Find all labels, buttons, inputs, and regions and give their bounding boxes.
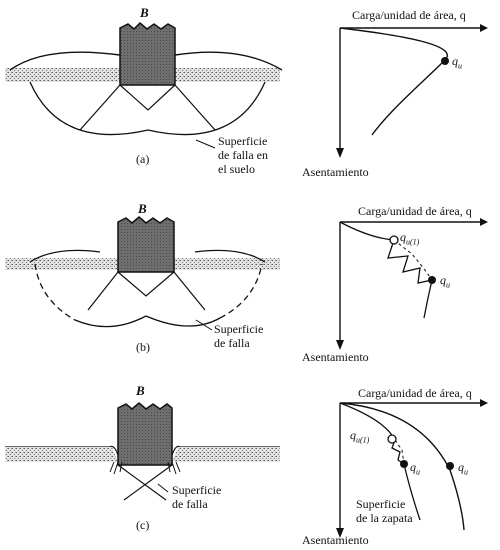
panel-b-qu1-label: qu(1) [400, 230, 420, 247]
panel-c-axis-load-arrow [480, 399, 488, 407]
panel-b-heave [29, 249, 266, 263]
panel-c-failure-label-1: Superficie [172, 483, 222, 497]
panel-b-axis-settlement-arrow [336, 340, 344, 350]
panel-c-outer-curve [339, 402, 465, 531]
panel-c-failure-label-2: de falla [172, 497, 208, 511]
panel-c-ground-surface [5, 445, 280, 456]
panel-c-qu-outer-label: qu [458, 460, 468, 477]
panel-a-axis-settlement-label: Asentamiento [302, 165, 369, 179]
panel-a-failure-arc-left [29, 81, 149, 136]
panel-c-failure-lines [117, 464, 173, 501]
panel-c-curve [336, 399, 488, 538]
panel-c-qu-inner-label: qu [410, 460, 420, 477]
panel-b-failure-label-1: Superficie [214, 322, 264, 336]
panel-a-failure-arc-right [147, 81, 266, 136]
panel-b-qu-point [428, 276, 436, 284]
panel-b-failure-arc-dashed-left [34, 263, 76, 321]
panel-c-width-label: B [136, 383, 145, 398]
panel-c-axis-settlement-arrow [336, 528, 344, 538]
panel-a-heave-right [174, 51, 283, 71]
panel-c-inner-curve [339, 402, 421, 521]
panel-a-wedge [79, 84, 216, 131]
panel-b-load-curve-dashed [393, 239, 433, 281]
panel-b-wedge [87, 271, 206, 311]
panel-b-failure-arc-dashed-right [219, 263, 263, 319]
panel-c-soil-diagram [5, 402, 280, 501]
panel-b-failure-arc-right [145, 315, 221, 327]
panel-c-axis-settlement-label: Asentamiento [302, 533, 369, 547]
panel-a-qu-label: qu [452, 54, 462, 71]
panel-a-curve [336, 24, 488, 158]
panel-c-axis-load-label: Carga/unidad de área, q [358, 386, 472, 400]
panel-a-caption: (a) [136, 152, 150, 166]
panel-b-caption: (b) [136, 340, 150, 354]
panel-b-label-leader [195, 319, 213, 331]
panel-c-qu1-label: qu(1) [350, 428, 370, 445]
panel-a-soil-diagram [5, 21, 283, 149]
panel-c-footing-label-1: Superficie [356, 497, 406, 511]
panel-c-label-leader [157, 483, 169, 493]
panel-b-curve [336, 218, 488, 350]
panel-c-inner-curve-dashed [394, 439, 405, 465]
panel-a-failure-label-1: Superficie [218, 134, 268, 148]
panel-b-axis-settlement-label: Asentamiento [302, 350, 369, 364]
panel-a-failure-label-3: el suelo [218, 162, 255, 176]
panel-a-heave-left [9, 51, 121, 71]
panel-c-footing [117, 402, 173, 466]
panel-b-axis-load-arrow [480, 218, 488, 226]
panel-b-footing [117, 216, 175, 273]
panel-c-qu1-point [387, 434, 397, 444]
panel-b-axis-load-label: Carga/unidad de área, q [358, 204, 472, 218]
panel-b-failure-arc-left [74, 315, 147, 328]
panel-b-failure-label-2: de falla [214, 336, 250, 350]
panel-a-axis-settlement-arrow [336, 148, 344, 158]
panel-a-qu-point [441, 57, 449, 65]
panel-c-qu-point-inner [400, 460, 408, 468]
panel-c-edge-shears [109, 461, 181, 475]
panel-a-axis-load-label: Carga/unidad de área, q [352, 8, 466, 22]
panel-a-footing [119, 21, 176, 86]
panel-a-label-leader [195, 139, 216, 149]
panel-b-width-label: B [138, 201, 147, 216]
panel-b-soil-diagram [5, 216, 280, 331]
panel-a-width-label: B [140, 5, 149, 20]
panel-c-qu-point-outer [446, 462, 454, 470]
panel-c-caption: (c) [136, 518, 150, 532]
panel-a-axis-load-arrow [480, 24, 488, 32]
panel-a-failure-label-2: de falla en [218, 148, 268, 162]
panel-b-qu1-point [389, 235, 399, 245]
panel-c-footing-label-2: de la zapata [356, 511, 413, 525]
panel-a-load-curve [339, 27, 448, 136]
panel-b-qu-label: qu [440, 273, 450, 290]
panel-c-ground-band [5, 447, 280, 462]
